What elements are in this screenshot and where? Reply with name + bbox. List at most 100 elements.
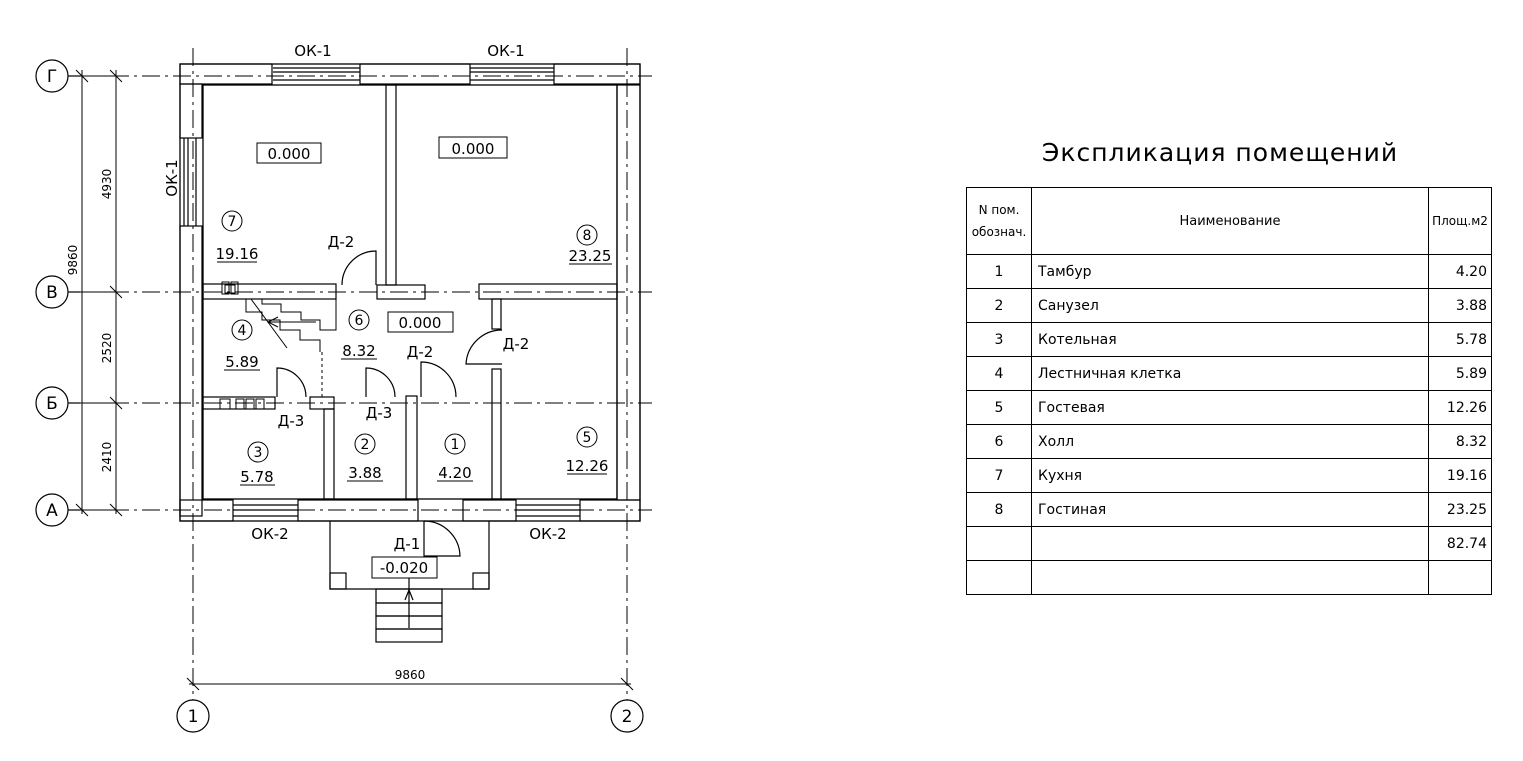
room-marks xyxy=(217,210,612,486)
row-name: Санузел xyxy=(1031,288,1429,323)
row-area: 12.26 xyxy=(1428,390,1492,425)
level-mark-entrance: -0.020 xyxy=(380,559,428,577)
door-label-d3: Д-3 xyxy=(366,404,393,422)
door-label-d2: Д-2 xyxy=(503,335,530,353)
room-number: 8 xyxy=(583,228,592,244)
window-label-ok1: ОК-1 xyxy=(294,42,331,60)
room-area: 4.20 xyxy=(438,464,471,482)
total-area: 82.74 xyxy=(1428,526,1492,561)
room-number: 2 xyxy=(361,437,370,453)
axis-v-label: В xyxy=(46,283,58,303)
room-number: 4 xyxy=(238,323,247,339)
room-number: 1 xyxy=(451,437,460,453)
table-header-row: N пом. обознач. Наименование Площ.м2 xyxy=(966,187,1492,255)
room-area: 23.25 xyxy=(569,247,612,265)
room-number: 6 xyxy=(355,313,364,329)
room-number: 5 xyxy=(583,430,592,446)
level-mark: 0.000 xyxy=(268,145,311,163)
axis-2-label: 2 xyxy=(622,707,633,727)
row-name: Тамбур xyxy=(1031,254,1429,289)
grid-lines xyxy=(80,48,652,700)
room-number: 7 xyxy=(228,214,237,230)
room-area: 5.89 xyxy=(225,353,258,371)
row-area: 3.88 xyxy=(1428,288,1492,323)
row-area: 8.32 xyxy=(1428,424,1492,459)
room-area: 8.32 xyxy=(342,342,375,360)
row-number: 1 xyxy=(966,254,1032,289)
room-area: 5.78 xyxy=(240,468,273,486)
row-name: Лестничная клетка xyxy=(1031,356,1429,391)
door-label-d2: Д-2 xyxy=(328,233,355,251)
floor-plan: Г В Б А 1 2 4930 9860 2520 2410 9860 ОК-… xyxy=(35,42,652,733)
row-number: 2 xyxy=(966,288,1032,323)
row-number: 8 xyxy=(966,492,1032,527)
dim-4930: 4930 xyxy=(100,169,114,200)
row-name: Гостиная xyxy=(1031,492,1429,527)
window-label-ok2: ОК-2 xyxy=(251,525,288,543)
row-name: Котельная xyxy=(1031,322,1429,357)
row-name: Гостевая xyxy=(1031,390,1429,425)
level-boxes xyxy=(256,136,508,579)
axis-g-label: Г xyxy=(47,67,57,87)
door-label-d3: Д-3 xyxy=(278,412,305,430)
row-name: Кухня xyxy=(1031,458,1429,493)
row-number xyxy=(966,560,1032,595)
row-number: 5 xyxy=(966,390,1032,425)
table-total-row: 82.74 xyxy=(966,526,1492,561)
window-label-ok2: ОК-2 xyxy=(529,525,566,543)
axis-bubbles xyxy=(35,59,644,733)
dim-2410: 2410 xyxy=(100,442,114,473)
door-label-d2: Д-2 xyxy=(407,343,434,361)
header-number-line2: обознач. xyxy=(971,225,1027,239)
windows xyxy=(179,63,641,522)
row-number: 6 xyxy=(966,424,1032,459)
header-name: Наименование xyxy=(1031,187,1429,255)
room-area: 3.88 xyxy=(348,464,381,482)
door-label-d1: Д-1 xyxy=(394,535,421,553)
level-mark: 0.000 xyxy=(452,140,495,158)
axis-a-label: А xyxy=(46,501,58,521)
dim-9860-horizontal: 9860 xyxy=(395,668,426,682)
row-area: 4.20 xyxy=(1428,254,1492,289)
row-name: Холл xyxy=(1031,424,1429,459)
row-name xyxy=(1031,560,1429,595)
row-number: 3 xyxy=(966,322,1032,357)
row-area: 5.78 xyxy=(1428,322,1492,357)
room-area: 12.26 xyxy=(566,457,609,475)
row-area: 5.89 xyxy=(1428,356,1492,391)
room-area: 19.16 xyxy=(216,245,259,263)
interior-walls xyxy=(202,84,618,500)
room-number: 3 xyxy=(254,445,263,461)
dim-2520: 2520 xyxy=(100,333,114,364)
row-area: 19.16 xyxy=(1428,458,1492,493)
axis-b-label: Б xyxy=(46,394,58,414)
row-name xyxy=(1031,526,1429,561)
doors xyxy=(276,250,503,557)
window-label-ok1: ОК-1 xyxy=(487,42,524,60)
dim-9860-vertical: 9860 xyxy=(66,245,80,276)
row-number xyxy=(966,526,1032,561)
row-area xyxy=(1428,560,1492,595)
porch xyxy=(329,521,490,643)
header-number-line1: N пом. xyxy=(978,203,1020,217)
header-area: Площ.м2 xyxy=(1428,187,1492,255)
level-mark: 0.000 xyxy=(399,314,442,332)
row-number: 4 xyxy=(966,356,1032,391)
axis-1-label: 1 xyxy=(188,707,199,727)
row-area: 23.25 xyxy=(1428,492,1492,527)
table-row xyxy=(966,560,1492,595)
row-number: 7 xyxy=(966,458,1032,493)
window-label-ok1: ОК-1 xyxy=(163,159,181,196)
explication-title: Экспликация помещений xyxy=(1041,138,1399,167)
stair xyxy=(219,281,337,410)
dimension-lines xyxy=(72,69,634,691)
